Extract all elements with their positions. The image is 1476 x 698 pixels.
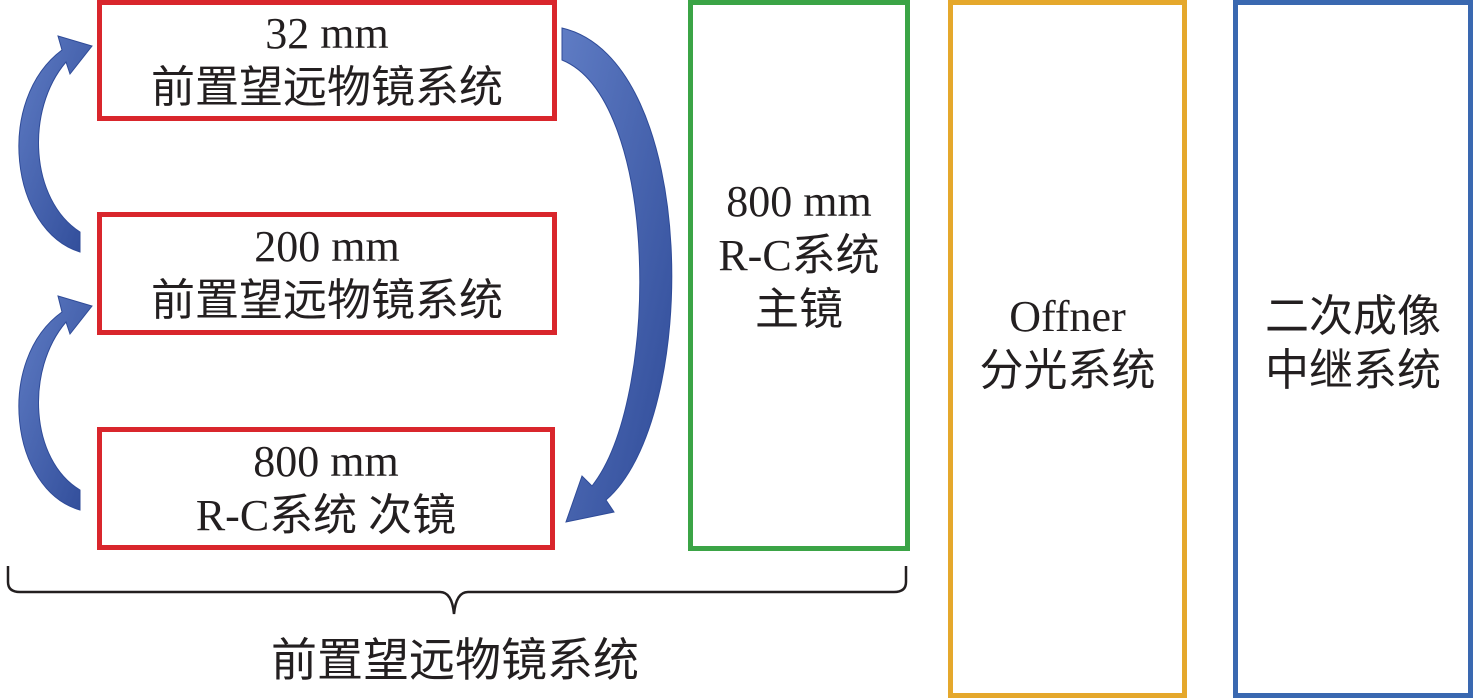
box-200mm-front-telescope: 200 mm 前置望远物镜系统 (97, 212, 557, 335)
box-line: 200 mm (254, 221, 400, 271)
box-offner-spectrometer: Offner 分光系统 (948, 0, 1187, 698)
box-line: 前置望远物镜系统 (151, 275, 503, 325)
box-relay-system: 二次成像 中继系统 (1233, 0, 1473, 698)
box-line: 前置望远物镜系统 (151, 62, 503, 112)
box-rc-secondary-mirror: 800 mm R-C系统 次镜 (97, 427, 555, 550)
brace (6, 566, 908, 615)
box-line: 二次成像 (1265, 292, 1441, 341)
box-line: 800 mm (253, 436, 399, 486)
brace-label: 前置望远物镜系统 (271, 635, 639, 686)
box-32mm-front-telescope: 32 mm 前置望远物镜系统 (97, 0, 557, 121)
box-line: 32 mm (265, 8, 389, 58)
box-line: 中继系统 (1265, 346, 1441, 395)
box-line: Offner (1009, 292, 1126, 341)
box-line: R-C系统 (718, 231, 880, 280)
box-line: R-C系统 次镜 (195, 490, 457, 540)
arrow-200-to-32 (18, 35, 93, 253)
box-line: 800 mm (726, 177, 872, 226)
box-rc-primary-mirror: 800 mm R-C系统 主镜 (688, 0, 910, 551)
arrow-800-to-200 (18, 295, 93, 511)
arrow-32-to-rc (561, 27, 673, 523)
box-line: 主镜 (755, 285, 843, 334)
box-line: 分光系统 (979, 346, 1156, 395)
